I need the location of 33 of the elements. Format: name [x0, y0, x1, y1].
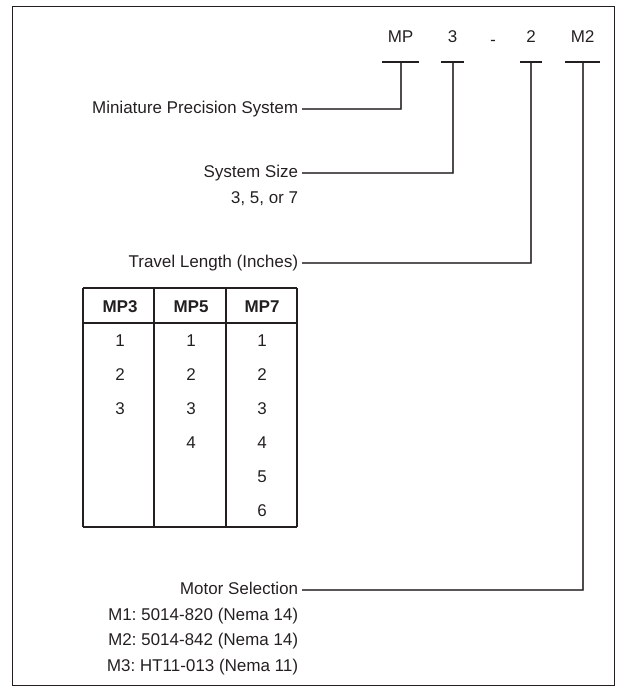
field-description: Miniature Precision System [92, 97, 298, 119]
option-text: 3, 5, or 7 [230, 186, 298, 208]
leader-line [302, 63, 584, 591]
table-value: 3 [257, 399, 267, 419]
table-value: 2 [257, 365, 267, 385]
option-text: M2: 5014-842 (Nema 14) [107, 629, 298, 651]
field-description: Travel Length (Inches) [128, 251, 298, 273]
leader-line [302, 63, 454, 174]
table-value: 1 [257, 331, 267, 351]
table-value: 4 [186, 433, 196, 453]
table-value: 4 [257, 433, 267, 453]
code-segment: 2 [520, 26, 542, 63]
option-text: M1: 5014-820 (Nema 14) [107, 604, 298, 626]
table-value: 3 [115, 399, 125, 419]
table-value: 3 [186, 399, 196, 419]
table-header: MP5 [174, 297, 208, 317]
code-segment: MP [382, 26, 419, 63]
table-header: MP7 [244, 297, 280, 317]
code-segment: M2 [565, 26, 600, 63]
table-value: 1 [115, 331, 125, 351]
field-description: Motor Selection [178, 578, 298, 600]
table-header: MP3 [102, 297, 138, 317]
option-text: M3: HT11-013 (Nema 11) [106, 654, 298, 676]
table-value: 2 [115, 365, 125, 385]
field-description: System Size [204, 161, 298, 183]
table-value: 1 [186, 331, 196, 351]
code-segment: 3 [441, 26, 464, 63]
code-separator: - [490, 30, 496, 50]
table-value: 6 [257, 501, 267, 521]
leader-line [302, 63, 402, 110]
table-value: 2 [186, 365, 196, 385]
leader-line [302, 63, 532, 264]
table-value: 5 [257, 467, 267, 487]
